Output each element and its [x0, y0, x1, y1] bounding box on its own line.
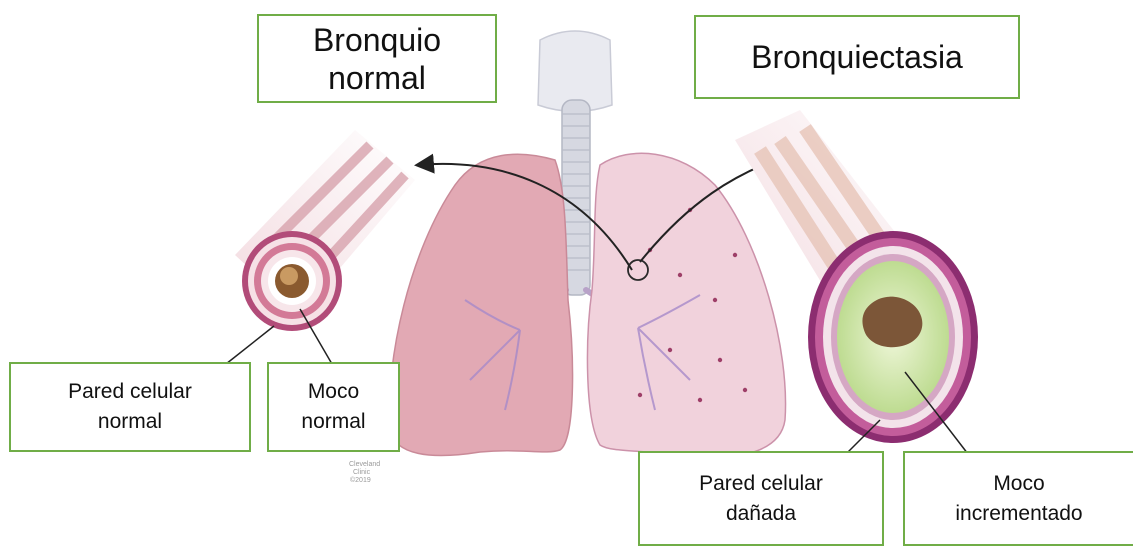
svg-text:Clinic: Clinic [353, 469, 371, 476]
label-normal-bronchus: Bronquio normal [257, 14, 497, 103]
label-damaged-wall-line1: Pared celular [699, 469, 823, 499]
label-increased-mucus-line2: incrementado [955, 499, 1082, 529]
label-increased-mucus: Moco incrementado [903, 451, 1133, 546]
label-bronchiectasis-text: Bronquiectasia [751, 39, 963, 76]
credit-mark: Cleveland Clinic ©2019 [349, 461, 380, 484]
label-normal-wall: Pared celular normal [9, 362, 251, 452]
svg-text:Cleveland: Cleveland [349, 461, 380, 468]
label-damaged-wall-line2: dañada [726, 499, 796, 529]
label-normal-mucus-line2: normal [301, 407, 365, 437]
label-bronchiectasis: Bronquiectasia [694, 15, 1020, 99]
label-damaged-wall: Pared celular dañada [638, 451, 884, 546]
label-normal-bronchus-line2: normal [328, 59, 426, 97]
label-normal-bronchus-line1: Bronquio [313, 21, 441, 59]
label-normal-wall-line1: Pared celular [68, 377, 192, 407]
label-normal-mucus: Moco normal [267, 362, 400, 452]
normal-airway-icon [235, 130, 415, 331]
svg-text:©2019: ©2019 [350, 476, 371, 484]
label-normal-wall-line2: normal [98, 407, 162, 437]
label-normal-mucus-line1: Moco [308, 377, 359, 407]
label-increased-mucus-line1: Moco [993, 469, 1044, 499]
